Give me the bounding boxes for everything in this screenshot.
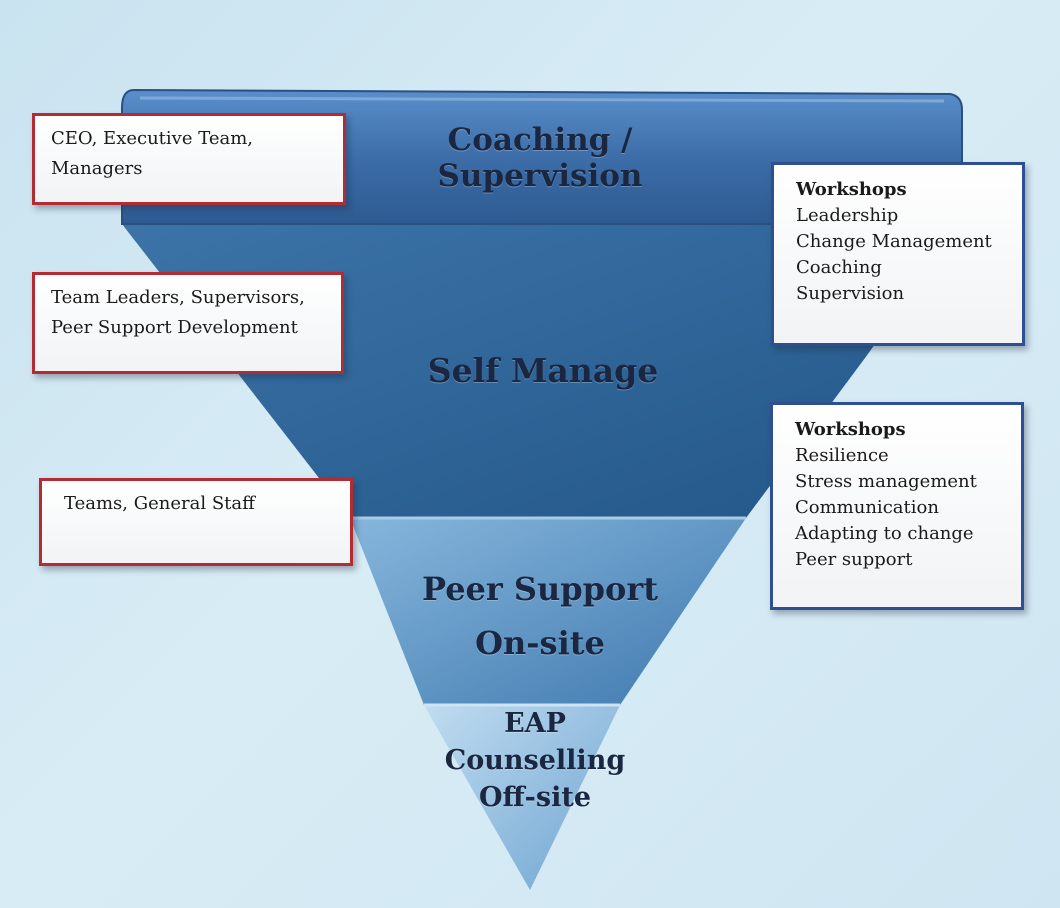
tier-eap xyxy=(424,705,620,890)
left-box-team-leaders: Team Leaders, Supervisors, Peer Support … xyxy=(32,272,344,374)
right-box-workshops-resilience: Workshops Resilience Stress management C… xyxy=(770,402,1024,610)
right-box-2-item-5: Peer support xyxy=(795,549,913,570)
right-box-1-item-4: Supervision xyxy=(796,283,905,304)
left-box-executives: CEO, Executive Team, Managers xyxy=(32,113,346,205)
left-box-1-line-2: Managers xyxy=(51,158,143,179)
right-box-2-item-2: Stress management xyxy=(795,471,977,492)
tier-label-coaching: Coaching / Supervision xyxy=(437,122,643,194)
right-box-1-title: Workshops xyxy=(796,179,907,200)
tier-label-self-manage: Self Manage xyxy=(427,351,659,390)
left-box-1-line-1: CEO, Executive Team, xyxy=(51,128,253,149)
eap-line-1: EAP xyxy=(504,708,566,739)
right-box-1-item-3: Coaching xyxy=(796,257,882,278)
eap-line-2: Counselling xyxy=(444,745,626,776)
eap-line-3: Off-site xyxy=(479,782,591,813)
peer-support-line-1: Peer Support xyxy=(421,570,659,608)
tier-peer-support xyxy=(350,518,746,705)
left-box-3-line-1: Teams, General Staff xyxy=(64,493,255,514)
left-box-2-line-2: Peer Support Development xyxy=(51,317,298,338)
right-box-2-item-4: Adapting to change xyxy=(795,523,974,544)
right-box-workshops-leadership: Workshops Leadership Change Management C… xyxy=(771,162,1025,346)
left-box-teams: Teams, General Staff xyxy=(39,478,353,566)
right-box-1-item-1: Leadership xyxy=(796,205,899,226)
right-box-2-title: Workshops xyxy=(795,419,906,440)
tier-label-peer-support: Peer Support On-site xyxy=(390,562,690,670)
right-box-2-item-3: Communication xyxy=(795,497,939,518)
right-box-1-item-2: Change Management xyxy=(796,231,992,252)
right-box-2-item-1: Resilience xyxy=(795,445,889,466)
tier-label-eap: EAP Counselling Off-site xyxy=(410,705,660,816)
left-box-2-line-1: Team Leaders, Supervisors, xyxy=(51,287,305,308)
peer-support-line-2: On-site xyxy=(475,624,605,662)
